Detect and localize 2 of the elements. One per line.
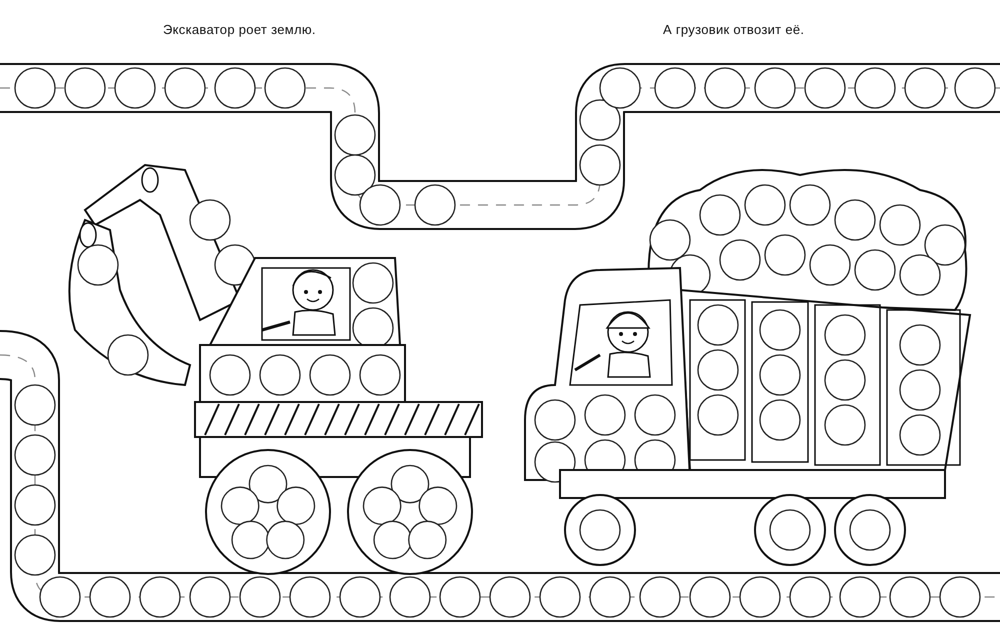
caption-text: Экскаватор роет землю. <box>163 22 316 37</box>
caption-text: А грузовик отвозит её. <box>663 22 804 37</box>
